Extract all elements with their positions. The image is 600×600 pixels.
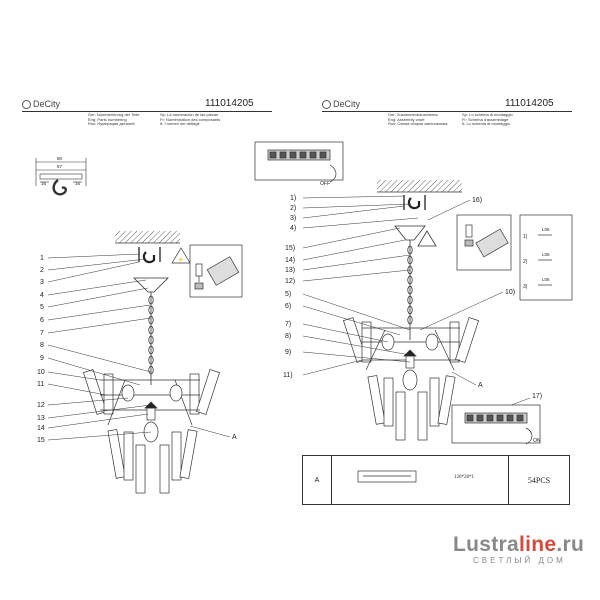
header-rule-right <box>322 111 572 112</box>
wire-instruction-box <box>519 214 573 301</box>
wire-step-2: 2) <box>523 259 528 265</box>
callout-2: 2 <box>40 267 44 274</box>
brand-name: DeCity <box>333 99 361 109</box>
callout-r3: 3) <box>290 215 296 222</box>
header-rule-left <box>22 111 272 112</box>
warning-connector-box-left: ⚡ <box>171 244 243 298</box>
header-lines-right: Ger: Zusammenbauschema Eng: Assembly cha… <box>388 112 448 127</box>
watermark-logo: Lustraline.ru <box>453 533 585 556</box>
ceiling-hatch-left <box>115 231 180 243</box>
parts-table-qty: 54PCS <box>527 475 551 485</box>
ceiling-hatch-right <box>377 180 462 192</box>
parts-table: A 120*28*1 54PCS <box>302 455 570 505</box>
label-a-left: A <box>232 434 237 441</box>
brand-mark-icon <box>22 99 31 109</box>
bracket-dimension-detail <box>35 158 87 196</box>
warning-connector-box-right <box>456 214 512 271</box>
dim-80: 80 <box>57 156 63 161</box>
callout-r6: 6) <box>285 303 291 310</box>
switch-off-label: OFF <box>320 181 330 187</box>
crystal-part-icon <box>357 470 417 483</box>
callout-6: 6 <box>40 317 44 324</box>
callout-r14: 14) <box>285 257 295 264</box>
canopy-left <box>133 277 169 293</box>
callout-r5: 5) <box>285 291 291 298</box>
callout-4: 4 <box>40 292 44 299</box>
wire-step-3: 3) <box>523 284 528 290</box>
callout-3: 3 <box>40 279 44 286</box>
wire-label-2: L05 <box>542 252 550 257</box>
header-lines-left-2: Sp: La numeración de las piezas Fr: Numé… <box>160 112 221 127</box>
switch-on-box <box>451 404 541 445</box>
callout-7: 7 <box>40 330 44 337</box>
callout-r2: 2) <box>290 205 296 212</box>
hook-icon <box>142 251 156 264</box>
label-a-right: A <box>478 382 483 389</box>
callout-14: 14 <box>37 425 45 432</box>
model-code-right: 111014205 <box>505 98 554 109</box>
callout-r8: 8) <box>285 333 291 340</box>
callout-13: 13 <box>37 415 45 422</box>
callout-r17: 17) <box>532 393 542 400</box>
hook-icon <box>407 197 421 210</box>
callout-r11: 11) <box>283 372 293 379</box>
screw-icon <box>403 195 426 210</box>
callout-10: 10 <box>37 369 45 376</box>
callout-r13: 13) <box>285 267 295 274</box>
brand-logo-left: DeCity <box>22 99 60 109</box>
parts-table-drawing: 120*28*1 <box>332 456 509 504</box>
watermark: Lustraline.ru СВЕТЛЫЙ ДОМ <box>453 533 584 565</box>
dim-16-b: 16 <box>75 181 81 186</box>
brand-mark-icon <box>322 99 331 109</box>
callout-8: 8 <box>40 342 44 349</box>
screw-icon <box>138 247 161 262</box>
callout-r12: 12) <box>285 278 295 285</box>
callout-5: 5 <box>40 304 44 311</box>
chain-left <box>148 292 154 385</box>
watermark-subtitle: СВЕТЛЫЙ ДОМ <box>473 556 566 565</box>
callout-1: 1 <box>40 255 44 262</box>
callout-r9: 9) <box>285 349 291 356</box>
brand-name: DeCity <box>33 99 61 109</box>
parts-table-letter: A <box>303 456 332 504</box>
callout-15: 15 <box>37 437 45 444</box>
brand-logo-right: DeCity <box>322 99 360 109</box>
callout-11: 11 <box>37 381 44 388</box>
dim-57: 57 <box>57 164 63 169</box>
callout-r7: 7) <box>285 321 291 328</box>
chandelier-body-left <box>83 369 220 494</box>
callout-r10: 10) <box>505 289 515 296</box>
leader-lines-right <box>302 195 531 416</box>
model-code-left: 111014205 <box>205 98 254 109</box>
svg-text:⚡: ⚡ <box>178 256 184 263</box>
parts-table-size: 120*28*1 <box>454 475 474 480</box>
callout-r15: 15) <box>285 245 295 252</box>
callout-9: 9 <box>40 355 44 362</box>
callout-12: 12 <box>37 402 45 409</box>
callout-r4: 4) <box>290 225 296 232</box>
header-lines-right-2: Sp: Lo schema di montaggio Fr: Schéma d'… <box>462 112 513 127</box>
wire-step-1: 1) <box>523 234 528 240</box>
callout-r16: 16) <box>472 197 482 204</box>
wire-label-1: L06 <box>542 227 550 232</box>
switch-off-box <box>254 141 344 183</box>
header-lines-left: Ger: Nummerierung der Teile Eng: Parts n… <box>88 112 140 127</box>
canopy-right <box>394 225 437 247</box>
dim-16-a: 16 <box>41 181 47 186</box>
wire-label-3: L06 <box>542 277 550 282</box>
callout-r1: 1) <box>290 195 296 202</box>
switch-on-label: ON <box>533 438 541 444</box>
chain-right <box>407 240 413 340</box>
leader-lines-left <box>47 253 231 441</box>
